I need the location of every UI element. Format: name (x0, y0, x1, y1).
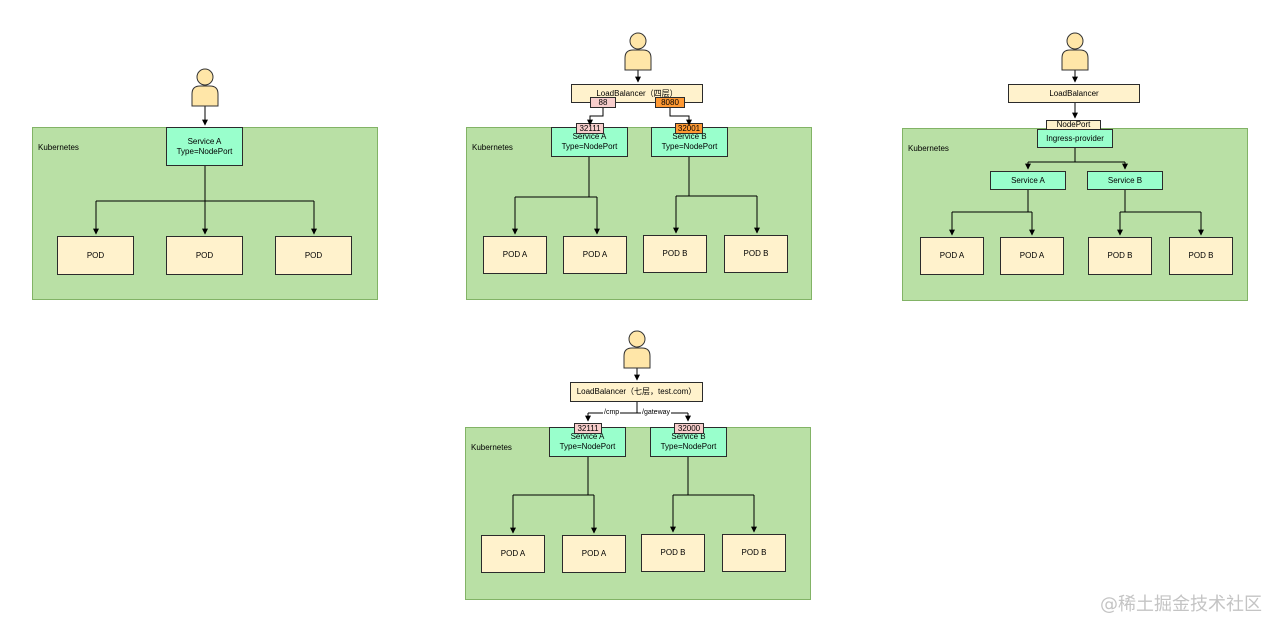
node-port-32111: 32111 (574, 423, 602, 434)
kubernetes-cluster-2: Kubernetes (466, 127, 812, 300)
cluster-label: Kubernetes (38, 143, 79, 152)
pod-box[interactable]: POD B (1169, 237, 1233, 275)
pod-box[interactable]: POD A (481, 535, 545, 573)
service-b[interactable]: Service B (1087, 171, 1163, 190)
pod-box[interactable]: POD (275, 236, 352, 275)
lb-port-8080: 8080 (655, 97, 685, 108)
node-port-32000: 32000 (674, 423, 704, 434)
pod-box[interactable]: POD B (643, 235, 707, 273)
service-a[interactable]: Service A Type=NodePort (166, 127, 243, 166)
load-balancer[interactable]: LoadBalancer (1008, 84, 1140, 103)
path-label-cmp: /cmp (603, 409, 621, 416)
pod-box[interactable]: POD A (483, 236, 547, 274)
user-icon (191, 68, 219, 107)
pod-box[interactable]: POD A (920, 237, 984, 275)
user-icon (623, 330, 651, 369)
pod-box[interactable]: POD A (563, 236, 627, 274)
cluster-label: Kubernetes (908, 144, 949, 153)
ingress-provider[interactable]: Ingress-provider (1037, 129, 1113, 148)
node-port-32111: 32111 (576, 123, 604, 134)
load-balancer-l7[interactable]: LoadBalancer（七层，test.com） (570, 382, 703, 402)
user-icon (624, 32, 652, 71)
pod-box[interactable]: POD B (724, 235, 788, 273)
watermark: @稀土掘金技术社区 (1100, 594, 1262, 615)
lb-port-88: 88 (590, 97, 616, 108)
pod-box[interactable]: POD B (1088, 237, 1152, 275)
user-icon (1061, 32, 1089, 71)
pod-box[interactable]: POD (166, 236, 243, 275)
node-port-32001: 32001 (675, 123, 703, 134)
pod-box[interactable]: POD A (1000, 237, 1064, 275)
pod-box[interactable]: POD A (562, 535, 626, 573)
cluster-label: Kubernetes (471, 443, 512, 452)
path-label-gateway: /gateway (641, 409, 672, 416)
cluster-label: Kubernetes (472, 143, 513, 152)
pod-box[interactable]: POD B (641, 534, 705, 572)
kubernetes-cluster-3: Kubernetes (902, 128, 1248, 301)
kubernetes-cluster-4: Kubernetes (465, 427, 811, 600)
pod-box[interactable]: POD (57, 236, 134, 275)
service-a[interactable]: Service A (990, 171, 1066, 190)
pod-box[interactable]: POD B (722, 534, 786, 572)
